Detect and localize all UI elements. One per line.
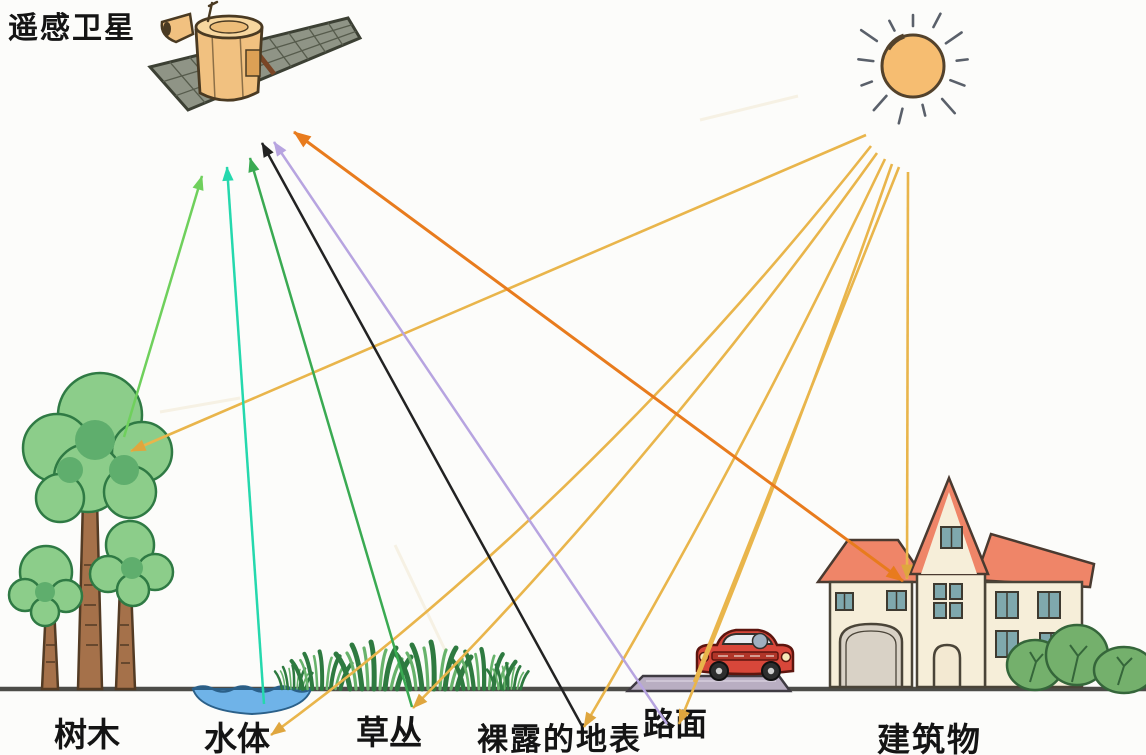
water-illustration xyxy=(191,685,313,716)
sun-ray-tick xyxy=(949,78,966,87)
building-garage-door-inner xyxy=(845,630,897,687)
label-trees: 树木 xyxy=(54,716,120,753)
satellite-horn-opening xyxy=(163,22,171,36)
car-driver-silhouette xyxy=(751,632,769,650)
reflected-ray-bare-surface xyxy=(260,142,584,727)
sun-ray-tick xyxy=(857,57,875,63)
building-garage-door xyxy=(838,622,904,689)
incident-rays xyxy=(130,133,913,737)
car-wheel-hub xyxy=(715,667,723,675)
sun xyxy=(857,12,969,125)
panel-grid-line xyxy=(169,61,206,104)
tree-foliage-shadow xyxy=(121,557,143,579)
tree-bark-marks xyxy=(46,564,130,664)
sun-ray-tick xyxy=(932,12,942,29)
label-water: 水体 xyxy=(204,720,270,755)
label-building: 建筑物 xyxy=(877,721,982,755)
satellite-body-panel-detail xyxy=(245,49,261,77)
label-grass: 草丛 xyxy=(356,714,422,751)
building-left-windows xyxy=(835,590,907,611)
car xyxy=(695,628,795,681)
satellite xyxy=(147,0,363,112)
car-wheel-hub xyxy=(767,667,775,675)
reflected-rays xyxy=(122,130,904,727)
tree-foliage xyxy=(7,544,84,628)
grass-tufts xyxy=(273,642,530,689)
trees-illustration xyxy=(7,371,175,691)
building-illustration xyxy=(815,474,1146,695)
satellite-body-seams xyxy=(211,32,244,101)
sun-disc xyxy=(880,33,946,99)
label-bare-surface: 裸露的地表 xyxy=(477,722,642,755)
reflected-ray-grass xyxy=(248,157,414,708)
building-left-roof xyxy=(815,538,930,584)
sun-ray-to-building xyxy=(901,171,913,580)
car-grille xyxy=(711,651,779,661)
sun-ray-tick xyxy=(921,103,927,117)
sun-ticks xyxy=(857,12,969,125)
tree-foliage-shadow xyxy=(57,420,139,485)
label-road: 路面 xyxy=(643,706,707,742)
sun-ray-to-trees xyxy=(130,133,867,453)
water-wave-line xyxy=(192,685,312,693)
sun-ray-tick xyxy=(940,97,957,115)
tree-foliage-shadow xyxy=(35,582,55,602)
panel-grid-line xyxy=(268,37,292,68)
satellite-body-top-inner xyxy=(209,20,249,34)
building-right-roof xyxy=(973,532,1096,589)
sun-ray-tick xyxy=(872,94,888,112)
sun-ray-tick xyxy=(859,28,879,43)
reflected-ray-water xyxy=(222,166,266,705)
bush-branches xyxy=(1029,644,1133,686)
sun-ray-tick xyxy=(888,19,896,32)
reflected-ray-building xyxy=(293,130,904,583)
sun-ray-tick xyxy=(944,31,963,45)
water-body xyxy=(191,688,313,716)
satellite-antenna xyxy=(206,0,219,23)
panel-grid-line xyxy=(288,32,309,60)
car-headlight xyxy=(780,651,792,663)
sun-disc-shade xyxy=(885,33,905,51)
sun-ray-to-grass xyxy=(412,152,879,709)
satellite-antenna-horn xyxy=(160,12,195,44)
sun-ray-tick xyxy=(955,58,969,63)
building-tower-window xyxy=(933,583,963,619)
building-door xyxy=(932,643,962,689)
sun-ray-tick xyxy=(860,80,874,87)
panel-grid-line xyxy=(327,22,344,46)
sun-ray-tick xyxy=(897,107,904,125)
satellite-label: 遥感卫星 xyxy=(8,12,136,45)
reflected-ray-trees xyxy=(122,175,204,438)
panel-grid-line xyxy=(307,27,327,53)
reflected-ray-road xyxy=(272,141,669,725)
